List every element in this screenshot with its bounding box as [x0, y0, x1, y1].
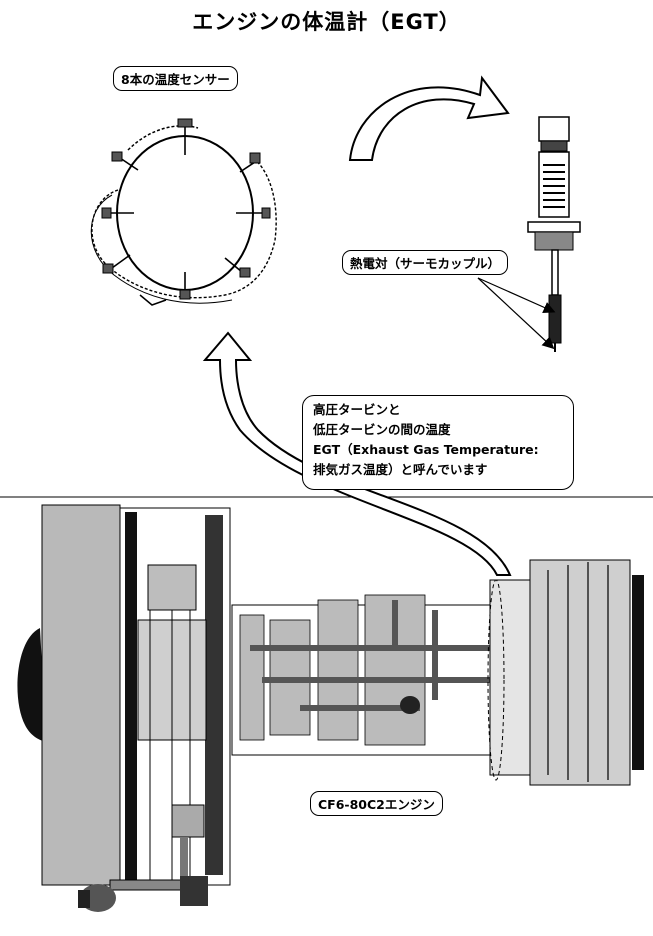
thermocouple-pointer-lines: [477, 277, 556, 350]
curved-arrow-ring-to-probe: [348, 75, 510, 161]
sensors-label: 8本の温度センサー: [113, 66, 238, 91]
engine-drawing: [17, 504, 644, 912]
note-line-4: 排気ガス温度）と呼んでいます: [313, 462, 488, 477]
thermocouple-label: 熱電対（サーモカップル）: [342, 250, 509, 275]
note-line-3: EGT（Exhaust Gas Temperature:: [313, 442, 539, 457]
note-line-1: 高圧タービンと: [313, 402, 401, 417]
sensor-ring: [90, 118, 277, 306]
egt-note-box: 高圧タービンと 低圧タービンの間の温度 EGT（Exhaust Gas Temp…: [302, 395, 574, 490]
engine-label: CF6-80C2エンジン: [310, 791, 443, 816]
page-title: エンジンの体温計（EGT）: [192, 10, 461, 34]
note-line-2: 低圧タービンの間の温度: [313, 422, 451, 437]
thermocouple-probe: [527, 116, 581, 352]
curved-arrow-engine-to-ring: [202, 331, 512, 576]
